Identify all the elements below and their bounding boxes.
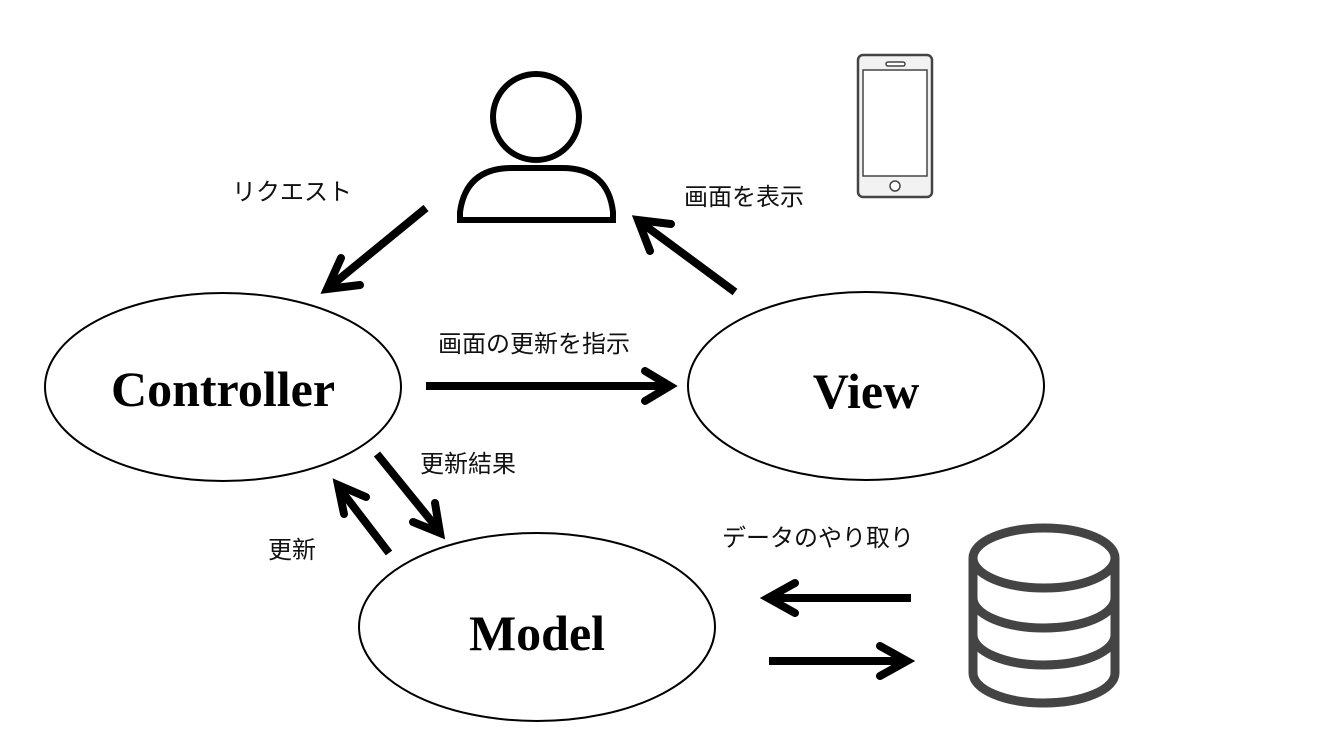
data-to-database-arrow-head	[876, 642, 916, 680]
display-arrow-head	[631, 215, 675, 255]
update-arrow-head	[332, 478, 370, 518]
db-body	[968, 558, 1120, 708]
user-body	[457, 165, 616, 223]
phone-home-button	[889, 180, 901, 192]
model-ellipse	[358, 532, 716, 722]
request-arrow-head	[320, 254, 364, 294]
data-exchange-label: データのやり取り	[722, 524, 914, 552]
model-label: Model	[469, 605, 605, 661]
data-to-database-arrow	[769, 642, 916, 680]
controller-node[interactable]: Controller	[44, 292, 402, 482]
view-ellipse	[687, 291, 1045, 481]
update-result-label: 更新結果	[420, 450, 516, 478]
controller-label: Controller	[111, 361, 335, 417]
instruct-update-arrow-head	[641, 367, 678, 405]
controller-ellipse	[44, 292, 402, 482]
user-head	[490, 71, 582, 163]
request-arrow-line	[329, 204, 429, 289]
database-icon	[968, 523, 1120, 708]
db-ring-2	[968, 634, 1120, 670]
smartphone-icon	[856, 53, 934, 199]
request-label: リクエスト	[232, 178, 352, 206]
request-arrow	[320, 204, 429, 294]
display-arrow-line	[640, 220, 738, 296]
update-arrow-line	[336, 486, 393, 556]
view-node[interactable]: View	[687, 291, 1045, 481]
update-arrow	[332, 478, 393, 556]
display-label: 画面を表示	[684, 183, 804, 211]
phone-speaker	[885, 61, 906, 67]
update-result-arrow-head	[409, 499, 446, 540]
data-to-model-arrow-head	[759, 579, 799, 617]
data-to-model-arrow	[759, 579, 911, 617]
phone-screen	[862, 69, 928, 177]
model-node[interactable]: Model	[358, 532, 716, 722]
db-top	[968, 523, 1120, 593]
instruct-update-arrow	[426, 367, 678, 405]
db-ring-1	[968, 597, 1120, 633]
instruct-update-label: 画面の更新を指示	[438, 330, 630, 358]
display-arrow	[631, 215, 738, 296]
user-icon	[457, 71, 616, 223]
view-label: View	[813, 363, 919, 419]
update-label: 更新	[268, 536, 316, 564]
update-result-arrow	[373, 451, 446, 540]
update-result-arrow-line	[373, 451, 441, 531]
